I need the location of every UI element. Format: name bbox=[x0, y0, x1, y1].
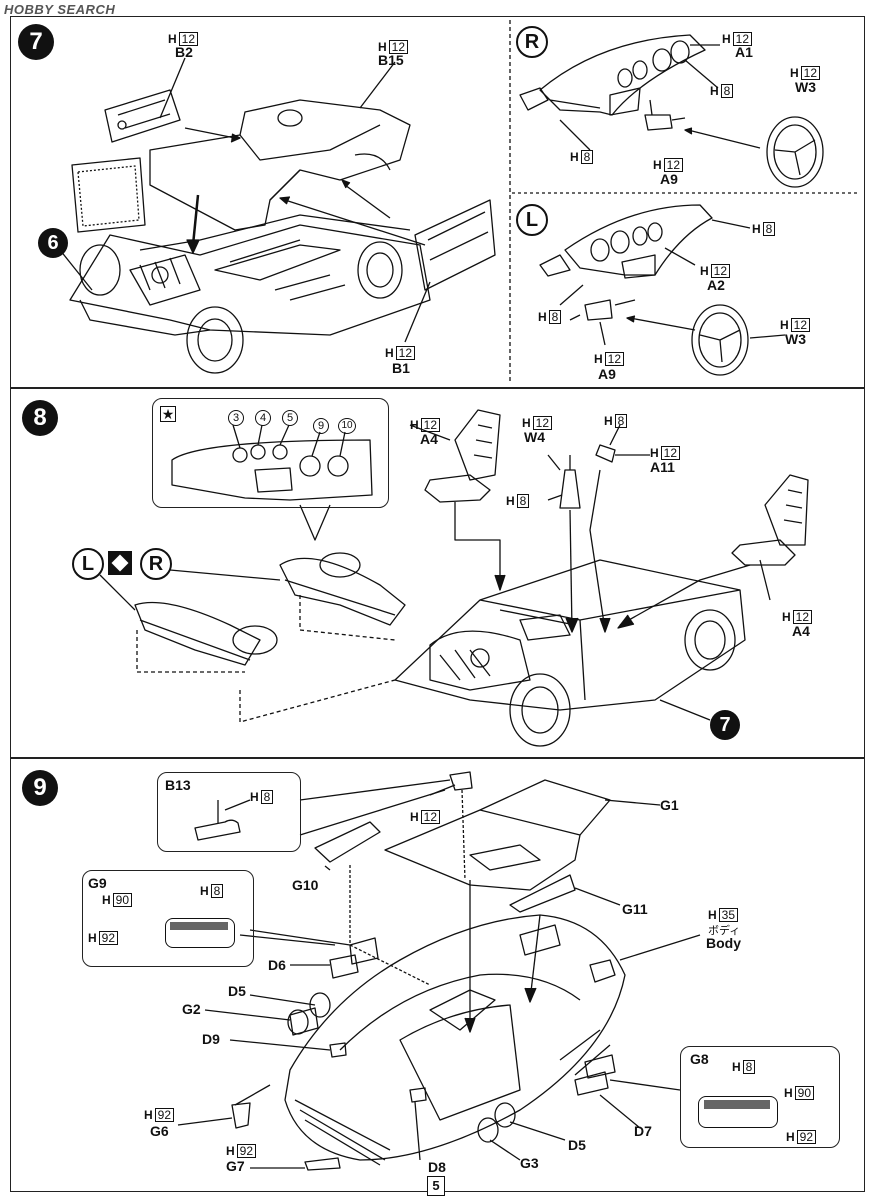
gauge-number-4: 4 bbox=[255, 410, 271, 426]
part-label-a2: A2 bbox=[707, 277, 725, 293]
gauge-number-5: 5 bbox=[282, 410, 298, 426]
part-label-b1: B1 bbox=[392, 360, 410, 376]
left-hand-drive-marker: L bbox=[516, 204, 548, 236]
part-label-w3-l: W3 bbox=[785, 331, 806, 347]
part-label-d6: D6 bbox=[268, 957, 286, 973]
part-label-d5-top: D5 bbox=[228, 983, 246, 999]
g8-callout-box bbox=[680, 1046, 840, 1148]
gauge-callout-box bbox=[152, 398, 389, 508]
part-label-w4: W4 bbox=[524, 429, 545, 445]
part-label-g9: G9 bbox=[88, 875, 107, 891]
part-label-g7: G7 bbox=[226, 1158, 245, 1174]
step-7-badge: 7 bbox=[18, 24, 54, 60]
part-label-d7: D7 bbox=[634, 1123, 652, 1139]
part-label-b15: B15 bbox=[378, 52, 404, 68]
part-label-a4-right: A4 bbox=[792, 623, 810, 639]
mirror-callout-box bbox=[157, 772, 301, 852]
part-label-a11: A11 bbox=[650, 459, 675, 475]
sub-step-6-badge: 6 bbox=[38, 228, 68, 258]
gauge-number-3: 3 bbox=[228, 410, 244, 426]
part-label-b13: B13 bbox=[165, 777, 191, 793]
step-8-badge: 8 bbox=[22, 400, 58, 436]
part-label-a1: A1 bbox=[735, 44, 753, 60]
star-marker: ★ bbox=[160, 406, 176, 422]
part-label-g10: G10 bbox=[292, 877, 319, 893]
right-hand-drive-marker: R bbox=[516, 26, 548, 58]
step-8-panel bbox=[10, 388, 865, 758]
g9-lens bbox=[165, 918, 235, 948]
part-label-d8: D8 bbox=[428, 1159, 446, 1175]
part-label-body: Body bbox=[706, 935, 741, 951]
part-label-d5-bottom: D5 bbox=[568, 1137, 586, 1153]
part-label-g3: G3 bbox=[520, 1155, 539, 1171]
g8-lens bbox=[698, 1096, 778, 1128]
left-hand-drive-marker-8: L bbox=[72, 548, 104, 580]
page-number: 5 bbox=[427, 1176, 445, 1196]
g9-callout-box bbox=[82, 870, 254, 967]
part-label-g2: G2 bbox=[182, 1001, 201, 1017]
step-9-badge: 9 bbox=[22, 770, 58, 806]
gauge-number-9: 9 bbox=[313, 418, 329, 434]
part-label-d9: D9 bbox=[202, 1031, 220, 1047]
part-label-a9-l: A9 bbox=[598, 366, 616, 382]
watermark: HOBBY SEARCH bbox=[4, 2, 116, 17]
g9-lens-inner bbox=[170, 922, 228, 930]
part-label-g11: G11 bbox=[622, 901, 648, 917]
right-hand-drive-marker-8: R bbox=[140, 548, 172, 580]
part-label-g8: G8 bbox=[690, 1051, 709, 1067]
body-label-jp: ボディ bbox=[708, 925, 741, 937]
g8-lens-inner bbox=[704, 1100, 770, 1109]
part-label-a4-left: A4 bbox=[420, 431, 438, 447]
part-label-g1: G1 bbox=[660, 797, 679, 813]
part-label-a9-r: A9 bbox=[660, 171, 678, 187]
gauge-number-10: 10 bbox=[338, 418, 356, 434]
step-7-panel bbox=[10, 16, 865, 388]
sub-step-7-badge: 7 bbox=[710, 710, 740, 740]
part-label-b2: B2 bbox=[175, 44, 193, 60]
part-label-g6: G6 bbox=[150, 1123, 169, 1139]
part-label-w3-r: W3 bbox=[795, 79, 816, 95]
